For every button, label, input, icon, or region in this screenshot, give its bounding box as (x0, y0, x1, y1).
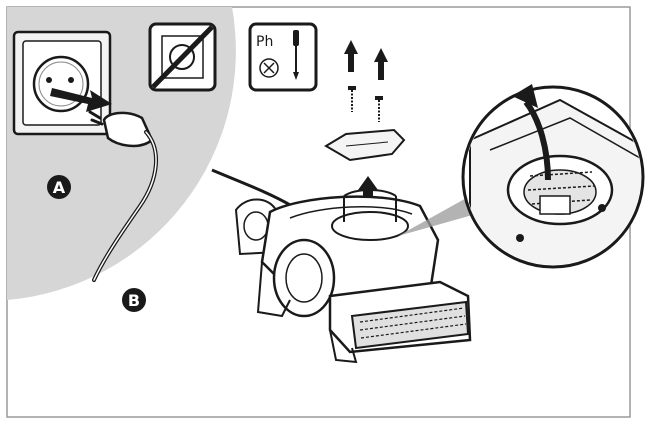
pull-arrow (50, 88, 112, 112)
step-b-badge: B (122, 288, 146, 312)
wall-socket (12, 30, 112, 136)
lift-arrows (344, 40, 388, 80)
phillips-screwdriver-icon: Ph (248, 22, 318, 92)
tool-type-label: Ph (256, 34, 273, 50)
no-plug-icon (148, 22, 217, 92)
plug-and-cable (88, 110, 158, 282)
cover-plate (324, 128, 406, 162)
zoom-detail (461, 84, 645, 269)
screws (348, 86, 383, 122)
pool-cleaner-robot (211, 168, 472, 364)
step-a-label: A (53, 178, 66, 197)
zoom-pointer (398, 196, 476, 236)
step-b-label: B (128, 291, 140, 310)
step-a-badge: A (47, 175, 71, 199)
